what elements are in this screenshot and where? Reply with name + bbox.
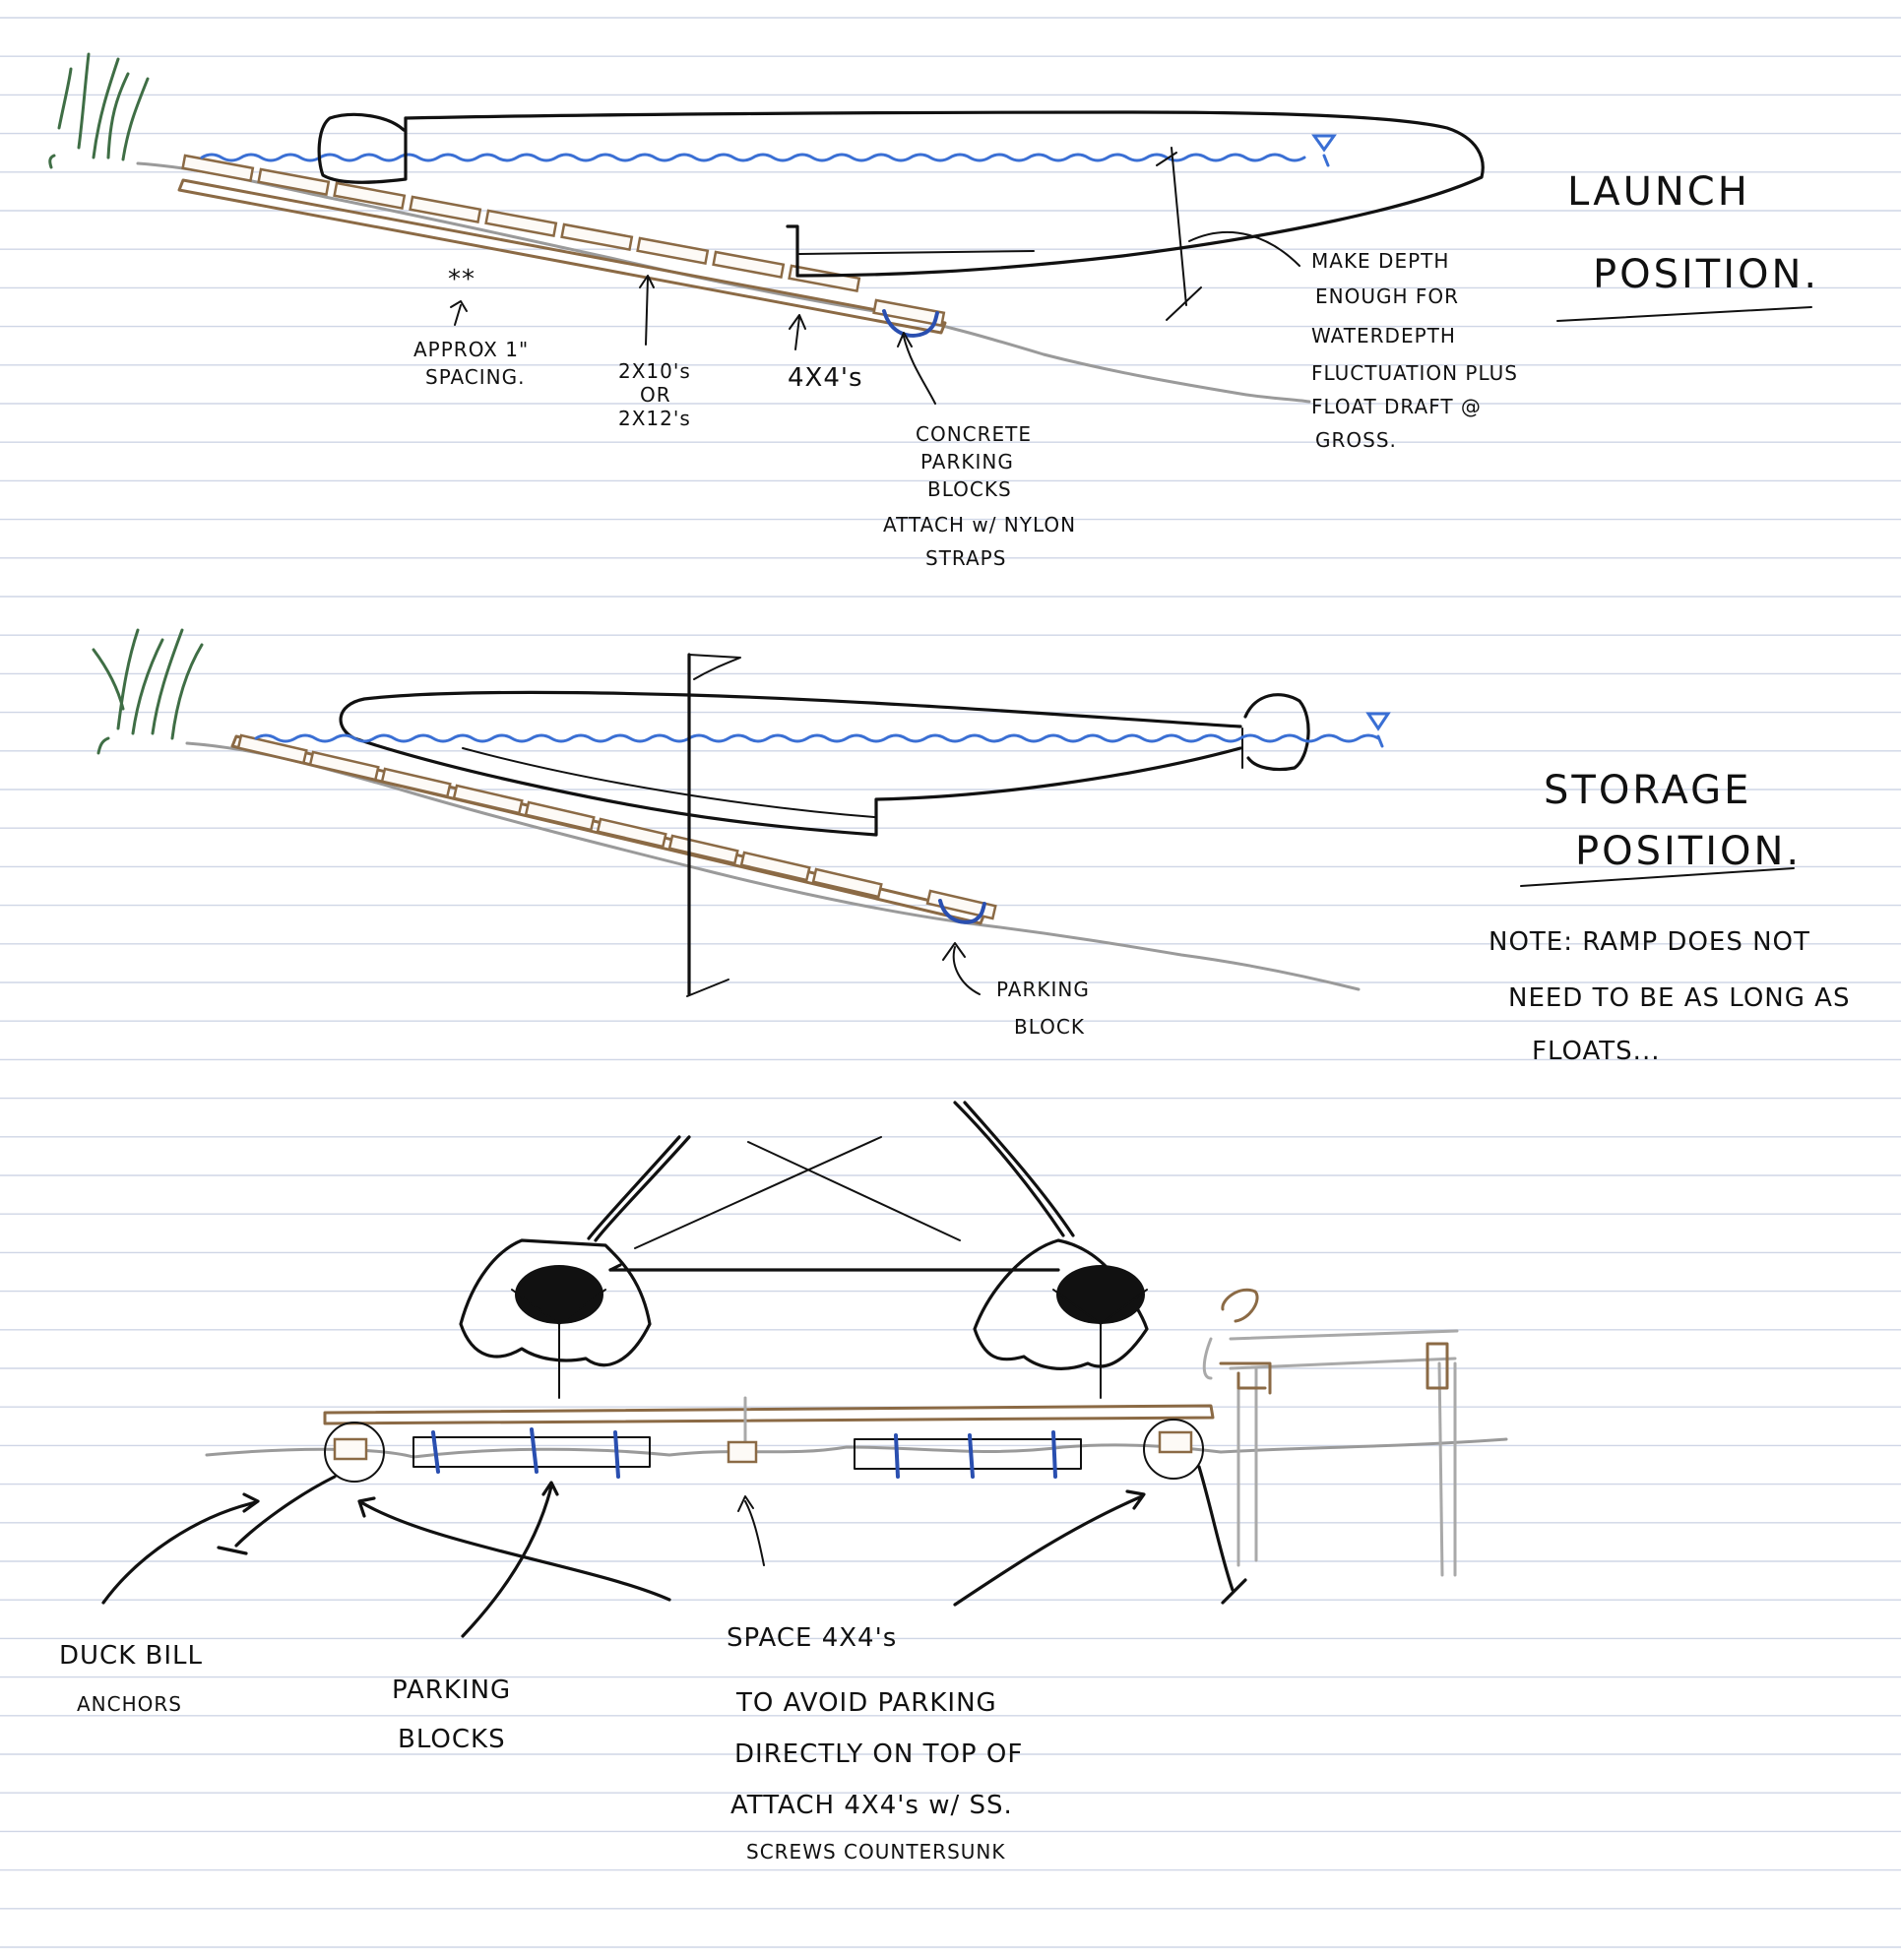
space-note-4: ATTACH 4X4's w/ SS. [730, 1791, 1013, 1820]
blocks-label-3: BLOCKS [927, 477, 1012, 501]
space-note-5: SCREWS COUNTERSUNK [746, 1840, 1006, 1864]
label-parking-blocks-front: PARKING BLOCKS [357, 1481, 671, 1754]
front-view-diagram: DUCK BILL ANCHORS PARKING BLOCKS SPACE 4… [59, 1101, 1508, 1864]
label-parking-block: PARKING BLOCK [942, 942, 1090, 1039]
blocks-label-5: STRAPS [925, 546, 1006, 570]
pontoon-left [459, 1238, 652, 1399]
fourbyfour-label: 4X4's [788, 363, 863, 393]
shoreline-top [136, 161, 1311, 404]
float-keel-line-top [798, 250, 1035, 255]
anchors-label-1: DUCK BILL [59, 1641, 203, 1671]
ramp-runner-top [177, 178, 947, 335]
shoreline-middle [185, 741, 1361, 991]
space-note-2: TO AVOID PARKING [735, 1688, 997, 1718]
parking-block-left [412, 1427, 651, 1479]
spacing-mark: ** [448, 265, 475, 294]
space-note-1: SPACE 4X4's [727, 1623, 897, 1653]
space-note-3: DIRECTLY ON TOP OF [734, 1739, 1023, 1769]
dock-right [1202, 1288, 1459, 1577]
pontoon-right [973, 1238, 1149, 1399]
parking-blocks-label-2: BLOCKS [398, 1725, 506, 1754]
flag-pole-middle [686, 653, 741, 997]
beam-front [323, 1404, 1215, 1425]
float-arms-front [587, 1101, 1075, 1272]
waterline-top [200, 153, 1306, 162]
float-cap-middle [1243, 693, 1310, 772]
parking-block-label-2: BLOCK [1014, 1015, 1085, 1039]
depth-dimension-top [1156, 147, 1202, 321]
grass-tuft-middle [92, 628, 204, 755]
storage-title-line1: STORAGE [1544, 768, 1751, 813]
ruled-lines [0, 17, 1901, 1948]
storage-diagram: PARKING BLOCK STORAGE POSITION. NOTE: RA… [92, 628, 1850, 1066]
label-duck-bill-anchors: DUCK BILL ANCHORS [59, 1492, 260, 1716]
parking-block-right [854, 1430, 1082, 1479]
depth-note-3: WATERDEPTH [1311, 324, 1456, 348]
pontoon-left-wheel [515, 1265, 603, 1324]
spacing-label-1: APPROX 1" [413, 338, 529, 361]
ramp-planks-top [181, 154, 946, 327]
depth-leader-top [1188, 230, 1300, 267]
blocks-label-1: CONCRETE [916, 422, 1032, 446]
storage-note: NOTE: RAMP DOES NOT NEED TO BE AS LONG A… [1489, 927, 1850, 1066]
float-hull-middle [339, 690, 1242, 837]
float-cap-top [317, 112, 408, 184]
water-level-marker-middle [1365, 712, 1391, 748]
parking-block-strap-middle [938, 899, 986, 924]
storage-note-3: FLOATS... [1532, 1037, 1660, 1066]
parking-block-label-1: PARKING [996, 978, 1090, 1001]
depth-note-1: MAKE DEPTH [1311, 249, 1449, 273]
blocks-label-2: PARKING [920, 450, 1014, 474]
boards-label-2: OR [640, 383, 671, 407]
depth-note-5: FLOAT DRAFT @ [1311, 395, 1482, 418]
anchors-label-2: ANCHORS [77, 1692, 182, 1716]
launch-title-line2: POSITION. [1593, 252, 1819, 297]
spacing-label-2: SPACING. [425, 365, 526, 389]
label-4x4: 4X4's [788, 314, 863, 393]
label-spacing: ** APPROX 1" SPACING. [413, 265, 529, 389]
anchor-left [217, 1422, 385, 1555]
label-depth-note: MAKE DEPTH ENOUGH FOR WATERDEPTH FLUCTUA… [1311, 249, 1518, 452]
boards-label-3: 2X12's [618, 407, 691, 430]
launch-diagram: ** APPROX 1" SPACING. 2X10's OR 2X12's 4… [48, 52, 1819, 570]
waterline-middle [254, 733, 1380, 743]
float-hull-top [404, 110, 1485, 278]
storage-note-1: NOTE: RAMP DOES NOT [1489, 927, 1810, 957]
ramp-planks-middle [236, 733, 997, 920]
depth-note-2: ENOUGH FOR [1315, 285, 1459, 308]
depth-note-6: GROSS. [1315, 428, 1397, 452]
ground-front [205, 1437, 1508, 1459]
launch-title: LAUNCH POSITION. [1556, 169, 1819, 322]
label-space-4x4: SPACE 4X4's TO AVOID PARKING DIRECTLY ON… [727, 1489, 1146, 1864]
label-concrete-blocks: CONCRETE PARKING BLOCKS ATTACH w/ NYLON … [883, 332, 1076, 570]
blocks-label-4: ATTACH w/ NYLON [883, 513, 1076, 537]
depth-note-4: FLUCTUATION PLUS [1311, 361, 1518, 385]
pontoon-right-wheel [1056, 1265, 1145, 1324]
launch-title-line1: LAUNCH [1567, 169, 1750, 215]
parking-blocks-label-1: PARKING [392, 1675, 511, 1705]
post-middle [727, 1396, 758, 1464]
storage-title-line2: POSITION. [1575, 829, 1802, 874]
water-level-marker-top [1311, 134, 1337, 167]
boards-label-1: 2X10's [618, 359, 691, 383]
storage-title: STORAGE POSITION. [1520, 768, 1802, 887]
grass-tuft-top [48, 52, 150, 169]
storage-note-2: NEED TO BE AS LONG AS [1508, 983, 1850, 1013]
label-boards: 2X10's OR 2X12's [618, 275, 691, 430]
parking-block-strap-top [882, 309, 939, 338]
float-keel-line-middle [462, 747, 875, 818]
anchor-right [1143, 1419, 1247, 1605]
